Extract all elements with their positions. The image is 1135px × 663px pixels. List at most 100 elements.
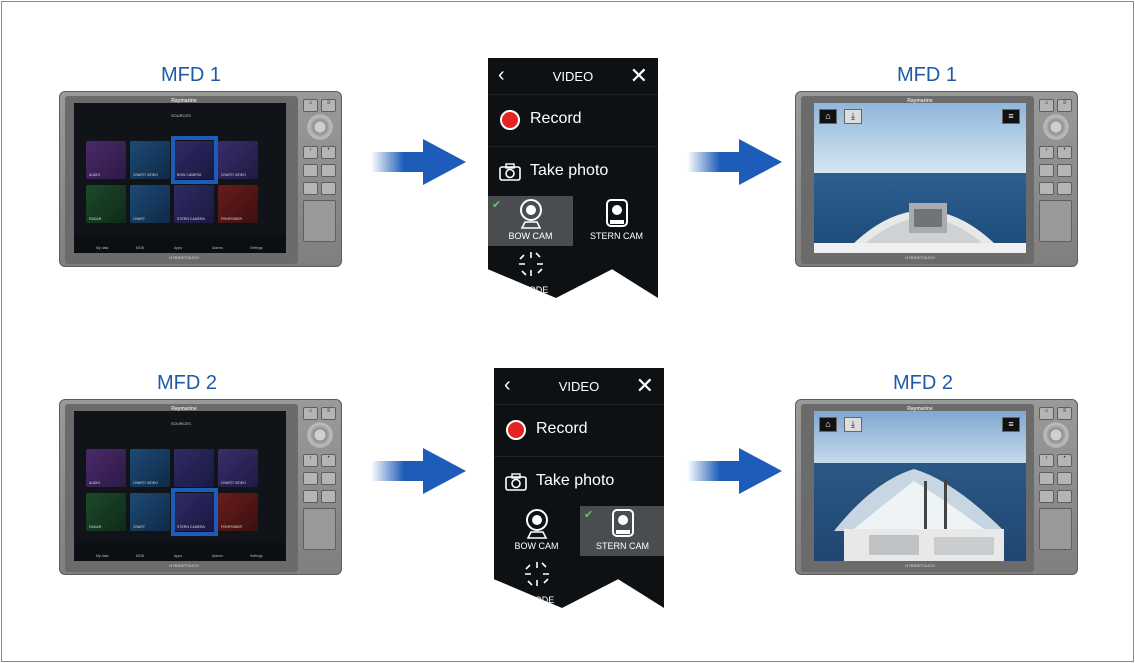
close-icon[interactable]: ✕ <box>629 63 648 88</box>
record-icon <box>506 420 526 440</box>
record-label: Record <box>536 420 588 437</box>
waypoint-key[interactable] <box>1039 164 1054 177</box>
record-button[interactable]: Record <box>488 94 658 144</box>
close-icon[interactable]: ✕ <box>635 373 654 398</box>
nav-settings[interactable]: Settings <box>250 246 263 250</box>
app-tile-bow-camera[interactable] <box>174 449 214 487</box>
home-key[interactable]: ⌂ <box>303 407 318 420</box>
rotary-knob[interactable] <box>307 114 333 140</box>
app-tile-chart-video[interactable]: CHART/ VIDEO <box>130 449 170 487</box>
home-navbar: My data MOB Apps Alarms Settings <box>74 543 286 561</box>
app-tile-chart-video[interactable]: CHART/ VIDEO <box>130 141 170 179</box>
chevron-left-icon[interactable]: ‹ <box>498 64 505 86</box>
ok-key[interactable]: • <box>321 454 336 467</box>
mob-key[interactable] <box>321 164 336 177</box>
back-key[interactable]: ‹ <box>1039 146 1054 159</box>
status-bar <box>74 103 286 113</box>
take-photo-button[interactable]: Take photo <box>494 456 664 506</box>
home-icon[interactable]: ⌂ <box>819 109 837 124</box>
app-tile-radar[interactable]: RADAR <box>86 493 126 531</box>
card-slot <box>1039 508 1072 550</box>
nav-apps[interactable]: Apps <box>174 554 182 558</box>
menu-key[interactable]: ≡ <box>321 99 336 112</box>
nav-settings[interactable]: Settings <box>250 554 263 558</box>
chevron-left-icon[interactable]: ‹ <box>504 374 511 396</box>
record-button[interactable]: Record <box>494 404 664 454</box>
exit-fullscreen-icon[interactable]: ⤓ <box>844 109 862 124</box>
bow-cam-option[interactable]: BOW CAM <box>494 506 579 556</box>
back-key[interactable]: ‹ <box>1039 454 1054 467</box>
video-menu-2: ‹ VIDEO ✕ Record Take photo BOW CAM ✔ ST… <box>494 368 664 608</box>
menu-icon[interactable]: ≡ <box>1002 109 1020 124</box>
nav-alarms[interactable]: Alarms <box>212 554 223 558</box>
app-tile-fishfinder[interactable]: FISHFINDER <box>218 185 258 223</box>
stern-view-image <box>814 411 1026 561</box>
bow-cam-option[interactable]: ✔ BOW CAM <box>488 196 573 246</box>
app-tile-chart-video-2[interactable]: CHART/ VIDEO <box>218 449 258 487</box>
switch-key[interactable] <box>303 182 318 195</box>
sources-label: SOURCES <box>171 113 191 118</box>
ok-key[interactable]: • <box>321 146 336 159</box>
stern-cam-option[interactable]: ✔ STERN CAM <box>580 506 664 556</box>
device-keypad: ⌂ ≡ ‹ • <box>1037 404 1075 572</box>
flow-arrow-3 <box>371 448 466 494</box>
back-key[interactable]: ‹ <box>303 454 318 467</box>
power-key[interactable] <box>1057 182 1072 195</box>
menu-key[interactable]: ≡ <box>321 407 336 420</box>
menu-icon[interactable]: ≡ <box>1002 417 1020 432</box>
power-key[interactable] <box>321 182 336 195</box>
app-tile-chart[interactable]: CHART <box>130 493 170 531</box>
back-key[interactable]: ‹ <box>303 146 318 159</box>
mfd1-label-right: MFD 1 <box>897 64 957 86</box>
menu-key[interactable]: ≡ <box>1057 99 1072 112</box>
switch-key[interactable] <box>303 490 318 503</box>
mfd1-homescreen-device: Raymarine HYBRIDTOUCH SOURCES AUDIO CHAR… <box>59 91 342 267</box>
nav-my-data[interactable]: My data <box>96 246 109 250</box>
ok-key[interactable]: • <box>1057 454 1072 467</box>
ok-key[interactable]: • <box>1057 146 1072 159</box>
home-key[interactable]: ⌂ <box>1039 407 1054 420</box>
rotary-knob[interactable] <box>307 422 333 448</box>
exit-fullscreen-icon[interactable]: ⤓ <box>844 417 862 432</box>
bow-camera-icon <box>520 199 542 229</box>
mob-key[interactable] <box>1057 164 1072 177</box>
app-tile-stern-camera[interactable]: STERN CAMERA <box>174 185 214 223</box>
nav-mob[interactable]: MOB <box>136 554 144 558</box>
stern-cam-option[interactable]: STERN CAM <box>574 196 658 246</box>
stern-camera-feed: ⌂ ⤓ ≡ <box>814 411 1026 561</box>
rotary-knob[interactable] <box>1043 422 1069 448</box>
app-tile-audio[interactable]: AUDIO <box>86 141 126 179</box>
home-key[interactable]: ⌂ <box>303 99 318 112</box>
nav-apps[interactable]: Apps <box>174 246 182 250</box>
app-tile-radar[interactable]: RADAR <box>86 185 126 223</box>
selection-highlight <box>171 488 218 536</box>
switch-key[interactable] <box>1039 490 1054 503</box>
waypoint-key[interactable] <box>303 472 318 485</box>
app-tile-chart-video-2[interactable]: CHART/ VIDEO <box>218 141 258 179</box>
mob-key[interactable] <box>1057 472 1072 485</box>
camera-mode-option[interactable]: E MODE <box>494 557 579 607</box>
waypoint-key[interactable] <box>303 164 318 177</box>
camera-mode-option[interactable]: E MODE <box>488 247 573 297</box>
app-tile-audio[interactable]: AUDIO <box>86 449 126 487</box>
app-tile-bow-camera[interactable]: BOW CAMERA <box>174 141 214 179</box>
power-key[interactable] <box>1057 490 1072 503</box>
rotary-knob[interactable] <box>1043 114 1069 140</box>
switch-key[interactable] <box>1039 182 1054 195</box>
mfd1-label-left: MFD 1 <box>161 64 221 86</box>
mfd2-label-left: MFD 2 <box>157 372 217 394</box>
nav-my-data[interactable]: My data <box>96 554 109 558</box>
app-tile-chart[interactable]: CHART <box>130 185 170 223</box>
waypoint-key[interactable] <box>1039 472 1054 485</box>
power-key[interactable] <box>321 490 336 503</box>
take-photo-button[interactable]: Take photo <box>488 146 658 196</box>
home-key[interactable]: ⌂ <box>1039 99 1054 112</box>
flow-arrow-1 <box>371 139 466 185</box>
menu-key[interactable]: ≡ <box>1057 407 1072 420</box>
nav-mob[interactable]: MOB <box>136 246 144 250</box>
app-tile-stern-camera[interactable]: STERN CAMERA <box>174 493 214 531</box>
app-tile-fishfinder[interactable]: FISHFINDER <box>218 493 258 531</box>
mob-key[interactable] <box>321 472 336 485</box>
nav-alarms[interactable]: Alarms <box>212 246 223 250</box>
home-icon[interactable]: ⌂ <box>819 417 837 432</box>
